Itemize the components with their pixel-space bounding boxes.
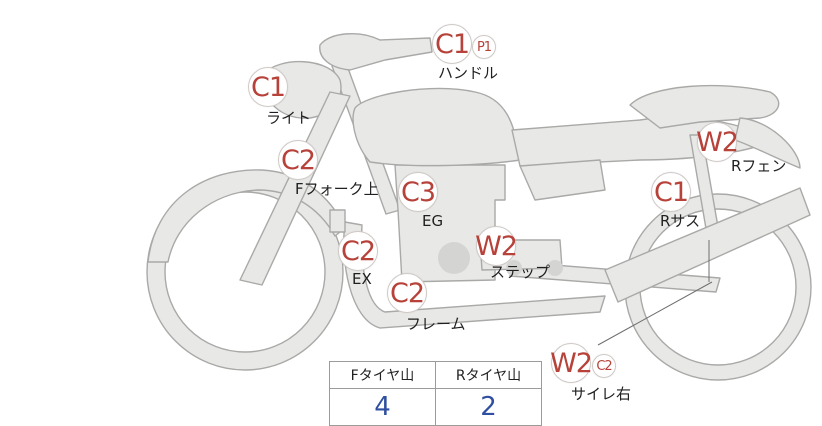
frame-label: フレーム xyxy=(406,315,466,333)
silencer-leader-line xyxy=(597,281,713,346)
eg-code-badge: C3 xyxy=(398,172,438,212)
handlebar xyxy=(319,32,433,71)
silencer-code-badge: W2 xyxy=(550,343,593,383)
step-code-badge: W2 xyxy=(475,226,518,266)
r-fender-code-badge: W2 xyxy=(696,122,739,162)
f-fork-code-badge: C2 xyxy=(278,140,318,180)
front-tire-header: Fタイヤ山 xyxy=(329,361,436,389)
fuel-tank xyxy=(352,87,521,167)
front-fork xyxy=(239,91,351,286)
front-tire-value: 4 xyxy=(329,388,436,426)
rear-fender xyxy=(734,117,801,169)
step-label: ステップ xyxy=(490,263,551,281)
silencer-sub-code-badge: C2 xyxy=(592,354,616,378)
frame-code-badge: C2 xyxy=(387,273,427,313)
silencer xyxy=(604,187,811,303)
r-sus-label: Rサス xyxy=(660,212,701,230)
handle-code-badge: C1 xyxy=(432,24,472,64)
handle-label: ハンドル xyxy=(438,64,499,82)
silencer-label: サイレ右 xyxy=(571,385,632,403)
tire-tread-table: Fタイヤ山 Rタイヤ山 4 2 xyxy=(329,361,542,426)
rear-tire-header: Rタイヤ山 xyxy=(435,361,542,389)
rear-cowl xyxy=(629,84,780,129)
r-sus-code-badge: C1 xyxy=(651,172,691,212)
light-label: ライト xyxy=(266,109,312,127)
f-fork-label: Fフォーク上 xyxy=(295,180,379,198)
ex-code-badge: C2 xyxy=(338,231,378,271)
eg-label: EG xyxy=(422,212,444,230)
rear-tire-value: 2 xyxy=(435,388,542,426)
handle-sub-code-badge: P1 xyxy=(472,35,496,59)
r-fender-label: Rフェン xyxy=(731,157,787,175)
light-code-badge: C1 xyxy=(248,67,288,107)
ex-label: EX xyxy=(352,270,372,288)
